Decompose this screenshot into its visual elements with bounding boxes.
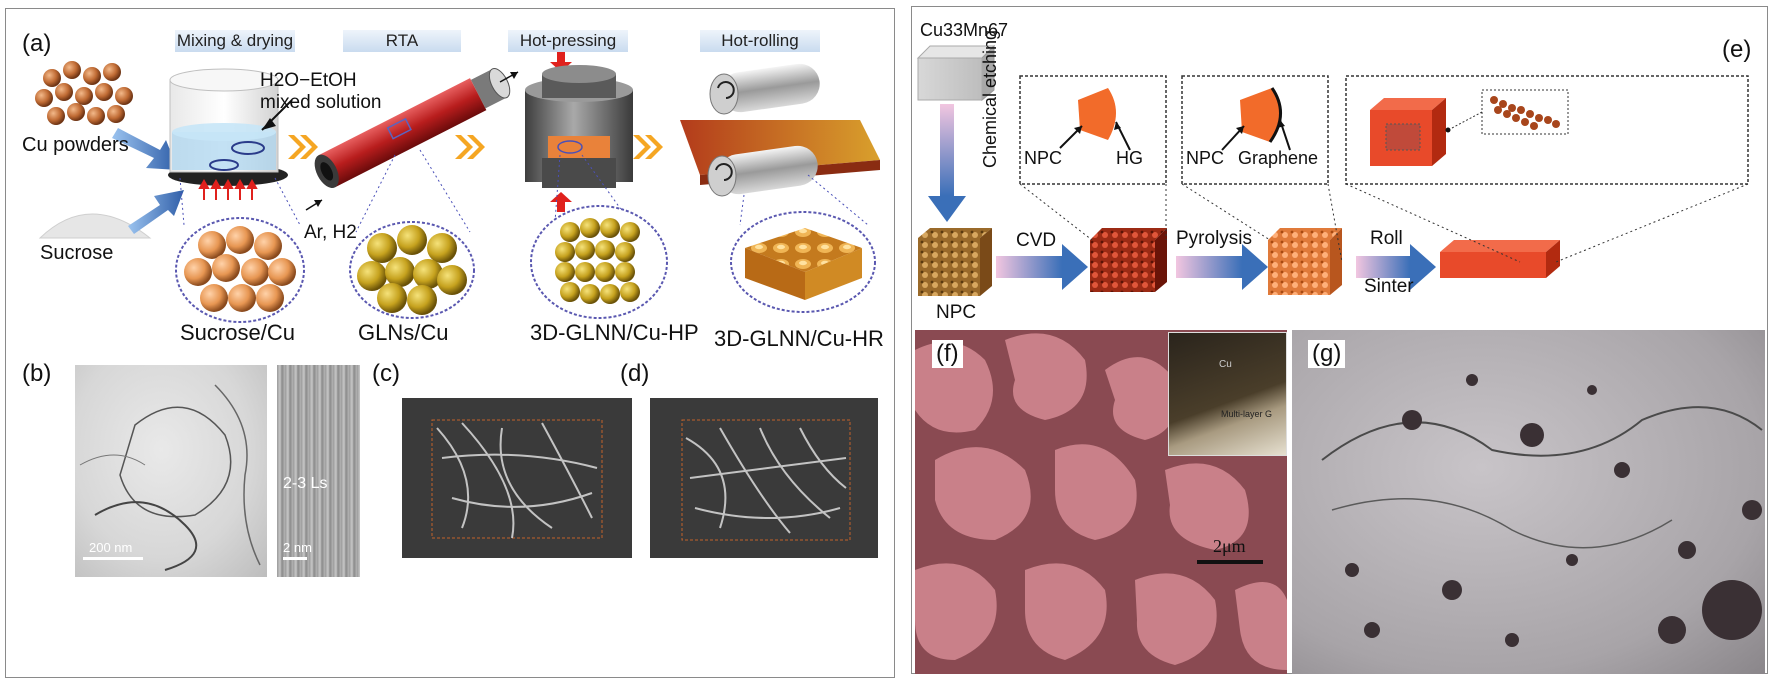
scale-bar-b2 [283,557,307,560]
panel-label-e: (e) [1722,36,1752,63]
caption-glns-cu: GLNs/Cu [358,320,449,345]
panel-label-b: (b) [22,360,52,387]
label-sucrose: Sucrose [40,242,114,264]
layers-label: 2-3 Ls [283,475,328,492]
sinter-label: Sinter [1364,276,1414,297]
scale-label-b1: 200 nm [89,540,133,555]
ct-image-d [650,398,878,558]
tem-image-b-hr: 2 nm 2-3 Ls [277,365,360,577]
label-gas: Ar, H2 [304,222,357,243]
step-header-hot-pressing: Hot-pressing [508,30,628,52]
sem-scale-label: 2μm [1213,536,1246,556]
scale-bar-b1 [83,557,143,560]
caption-3d-glnn-hr: 3D-GLNN/Cu-HR [714,326,884,351]
pyrolysis-label: Pyrolysis [1176,228,1253,249]
cvd-label: CVD [1016,230,1057,251]
sem-inset: Cu Multi-layer G [1168,332,1287,456]
box2-graphene-label: Graphene [1238,148,1319,168]
panel-label-g: (g) [1308,340,1346,368]
caption-sucrose-cu: Sucrose/Cu [180,320,295,345]
alloy-label-text: Cu33Mn67 [920,20,1009,40]
caption-3d-glnn-hp: 3D-GLNN/Cu-HP [530,320,699,345]
inset-cu-label: Cu [1219,359,1232,370]
tem-image-g [1292,330,1765,674]
step-header-hot-rolling: Hot-rolling [700,30,820,52]
ct-image-c [402,398,632,558]
inset-g-label: Multi-layer G [1221,409,1273,419]
panel-label-a: (a) [22,30,52,57]
label-solution-line1: H2O−EtOH [260,70,357,91]
tem-image-b-large: 200 nm [75,365,267,577]
alloy-label: Cu33Mn67 [920,20,1008,41]
label-cu-powders: Cu powders [22,134,129,156]
npc-label: NPC [936,302,977,323]
panel-label-c: (c) [372,360,400,387]
box2-npc-label: NPC [1186,148,1225,168]
box1-npc-label: NPC [1024,148,1063,168]
left-process-diagram [35,52,880,323]
etching-label: Chemical etching [980,29,1000,168]
sem-scale-bar [1197,560,1263,564]
roll-label: Roll [1370,228,1403,249]
box1-hg-label: HG [1116,148,1143,168]
panel-label-f: (f) [932,340,963,368]
label-solution-line2: mixed solution [260,92,382,113]
panel-label-d: (d) [620,360,650,387]
scale-label-b2: 2 nm [283,540,312,555]
cu-powder-pile [35,61,133,125]
sem-image-f: Cu Multi-layer G 2μm [915,330,1287,674]
step-header-mixing: Mixing & drying [175,30,295,52]
step-header-rta: RTA [343,30,461,52]
